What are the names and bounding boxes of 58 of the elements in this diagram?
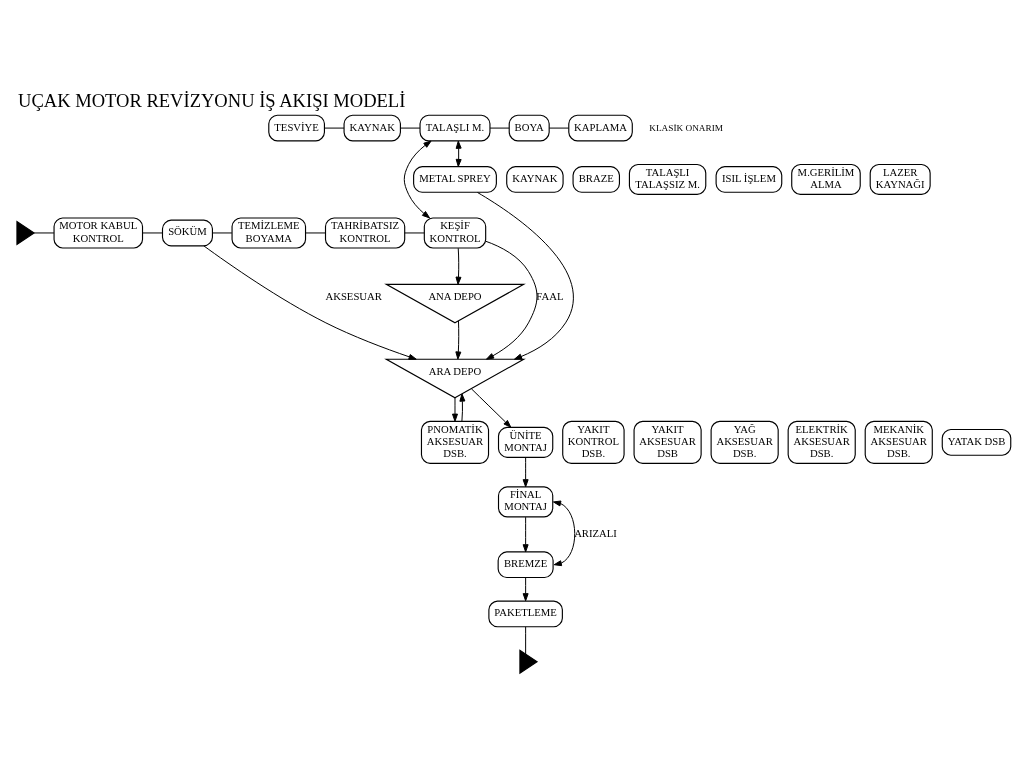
node-box: SÖKÜM: [161, 219, 213, 246]
node-box: TESVİYE: [268, 114, 325, 141]
node-box: BOYA: [508, 114, 550, 141]
connector: [404, 231, 425, 233]
edge-label: AKSESUAR: [325, 289, 382, 302]
node-box: KAYNAK: [343, 114, 401, 141]
arrow: [203, 244, 417, 360]
connector: [400, 127, 421, 129]
node-box: TEMİZLEME BOYAMA: [231, 216, 307, 248]
node-box: KEŞİF KONTROL: [423, 216, 487, 248]
arrow: [455, 319, 462, 360]
arrow: [470, 387, 512, 428]
node-box: TALAŞLI TALAŞSIZ M.: [628, 163, 707, 195]
connector: [548, 127, 570, 129]
node-box: ÜNİTE MONTAJ: [497, 426, 554, 458]
arrow: [522, 516, 529, 552]
node-box: PAKETLEME: [488, 600, 563, 627]
connector: [324, 127, 345, 129]
edge-label: FAAL: [536, 289, 564, 302]
node-box: FİNAL MONTAJ: [497, 485, 554, 517]
node-box: YAKIT KONTROL DSB.: [562, 420, 625, 464]
connector: [33, 231, 55, 233]
arrow: [522, 576, 529, 601]
diagram-title: UÇAK MOTOR REVİZYONU İŞ AKIŞI MODELİ: [18, 89, 406, 111]
node-box: TALAŞLI M.: [419, 114, 491, 141]
arrow: [452, 396, 458, 422]
connector: [212, 231, 233, 233]
arrow: [552, 500, 576, 566]
node-box: BRAZE: [572, 165, 620, 193]
node-box: METAL SPREY: [413, 165, 497, 193]
node-box: M.GERİLİM ALMA: [791, 163, 861, 195]
node-box: PNOMATİK AKSESUAR DSB.: [420, 420, 490, 464]
node-box: TAHRİBATSIZ KONTROL: [324, 216, 406, 248]
node-box: YAĞ AKSESUAR DSB.: [710, 420, 779, 464]
node-box: ISIL İŞLEM: [715, 165, 783, 193]
connector: [142, 231, 163, 233]
connector: [525, 625, 527, 655]
arrow: [455, 140, 462, 167]
connector: [305, 231, 326, 233]
arrow: [455, 247, 462, 285]
arrow: [477, 191, 574, 360]
arrow: [485, 240, 538, 360]
arrow: [403, 140, 432, 218]
node-triangle: [16, 220, 36, 245]
arrow: [459, 393, 466, 422]
node-box: KAYNAK: [506, 165, 564, 193]
connector: [489, 127, 510, 129]
label: KLASİK ONARIM: [649, 122, 724, 133]
arrow: [522, 456, 529, 487]
node-box: MEKANİK AKSESUAR DSB.: [864, 420, 933, 464]
node-box: BREMZE: [497, 550, 554, 578]
node-box: YAKIT AKSESUAR DSB: [633, 420, 702, 464]
node-box: MOTOR KABUL KONTROL: [53, 216, 144, 248]
node-box: YATAK DSB: [941, 428, 1012, 456]
node-box: LAZER KAYNAĞI: [869, 163, 931, 195]
node-box: KAPLAMA: [568, 114, 633, 141]
node-triangle: [519, 648, 539, 674]
node-box: ELEKTRİK AKSESUAR DSB.: [787, 420, 856, 464]
